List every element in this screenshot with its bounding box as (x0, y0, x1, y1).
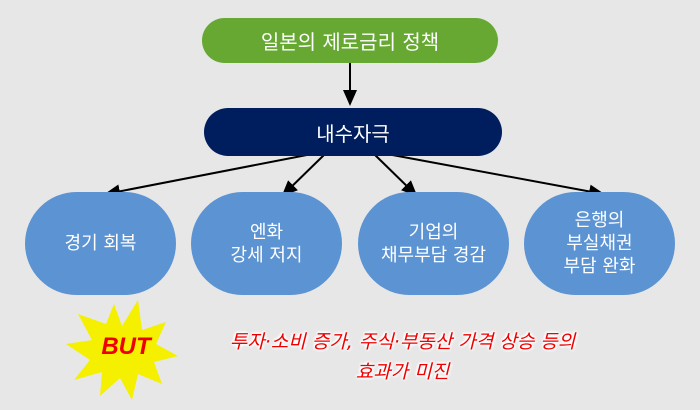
leaf-node-line: 부담 완화 (563, 256, 636, 277)
middle-node-label: 내수자극 (316, 121, 390, 146)
callout-line: 투자·소비 증가, 주식·부동산 가격 상승 등의 (229, 331, 576, 353)
leaf-node-line: 기업의 (408, 221, 459, 243)
middle-node-domestic-demand: 내수자극 (204, 108, 502, 156)
starburst-icon (66, 300, 178, 400)
arrow-middle-to-leaf-4 (386, 153, 605, 199)
leaf-node-line: 강세 저지 (230, 244, 303, 266)
but-badge: BUT (101, 333, 151, 360)
leaf-node-line: 경기 회복 (64, 233, 137, 254)
arrow-middle-to-leaf-1 (104, 153, 313, 199)
leaf-node-economic-recovery: 경기 회복 (25, 192, 176, 295)
leaf-node-line: 은행의 (574, 210, 625, 231)
leaf-node-yen-appreciation: 엔화 강세 저지 (191, 192, 342, 295)
top-node-zero-interest-policy: 일본의 제로금리 정책 (202, 18, 498, 63)
arrow-middle-to-leaf-2 (281, 153, 326, 197)
leaf-node-bank-bad-loans: 은행의 부실채권 부담 완화 (524, 192, 675, 295)
arrow-middle-to-leaf-3 (373, 153, 418, 197)
top-node-label: 일본의 제로금리 정책 (260, 30, 440, 54)
callout-line: 효과가 미진 (355, 361, 450, 383)
leaf-node-corporate-debt: 기업의 채무부담 경감 (358, 192, 509, 295)
leaf-node-line: 엔화 (249, 221, 284, 243)
leaf-node-line: 채무부담 경감 (380, 244, 487, 266)
leaf-node-line: 부실채권 (566, 233, 633, 254)
callout-note: 투자·소비 증가, 주식·부동산 가격 상승 등의 효과가 미진 (165, 327, 640, 387)
